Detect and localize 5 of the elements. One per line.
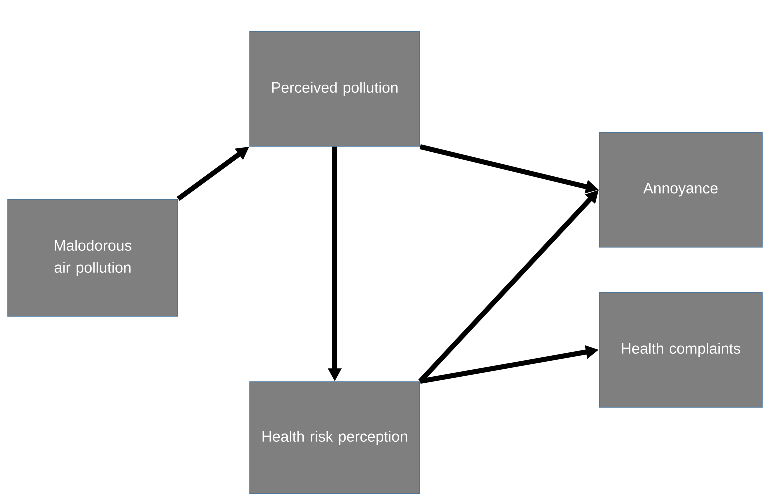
process-box: Annoyance: [599, 132, 763, 248]
process-box: Health risk perception: [250, 382, 420, 494]
process-box: Perceived pollution: [250, 31, 420, 147]
process-box: Health complaints: [599, 292, 763, 408]
process-box: Malodorous air pollution: [8, 199, 178, 317]
